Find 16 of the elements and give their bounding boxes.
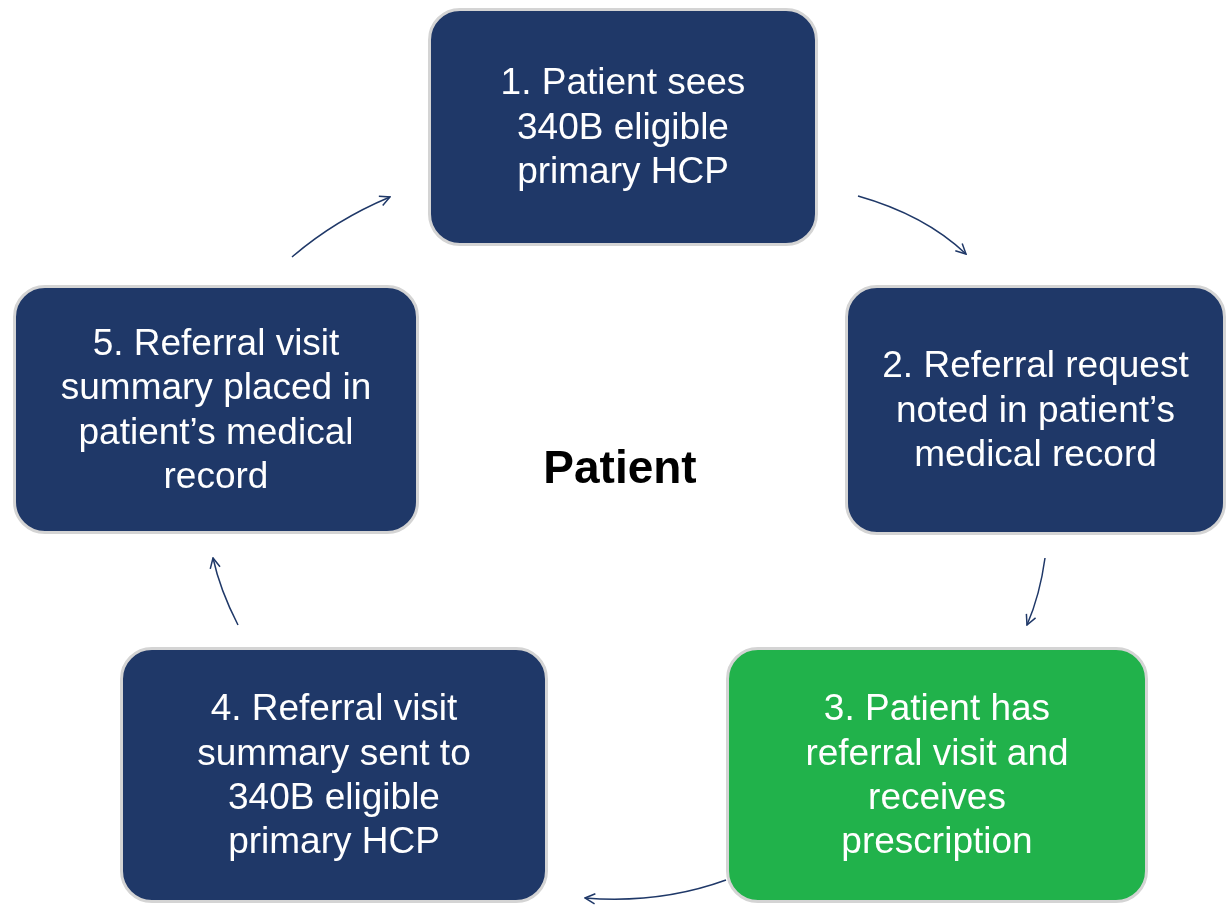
step-text: 2. Referral request noted in patient’s medical record (881, 343, 1190, 477)
arrow (584, 879, 727, 905)
arrow (209, 557, 239, 626)
step-text: 5. Referral visit summary placed in patient’s medical record (59, 320, 373, 498)
step-box (120, 647, 548, 903)
step-box (13, 285, 419, 534)
step-box (845, 285, 1226, 535)
step-box (428, 8, 818, 246)
step-text: 4. Referral visit summary sent to 340B eligible primary HCP (196, 686, 472, 864)
center-label: Patient (542, 440, 698, 494)
arrow (1025, 557, 1046, 626)
step-text: 1. Patient sees 340B eligible primary HCP (499, 60, 747, 194)
arrow (857, 195, 967, 255)
arrow (291, 195, 391, 258)
step-text: 3. Patient has referral visit and receives prescription (804, 686, 1070, 864)
step-box (726, 647, 1148, 903)
